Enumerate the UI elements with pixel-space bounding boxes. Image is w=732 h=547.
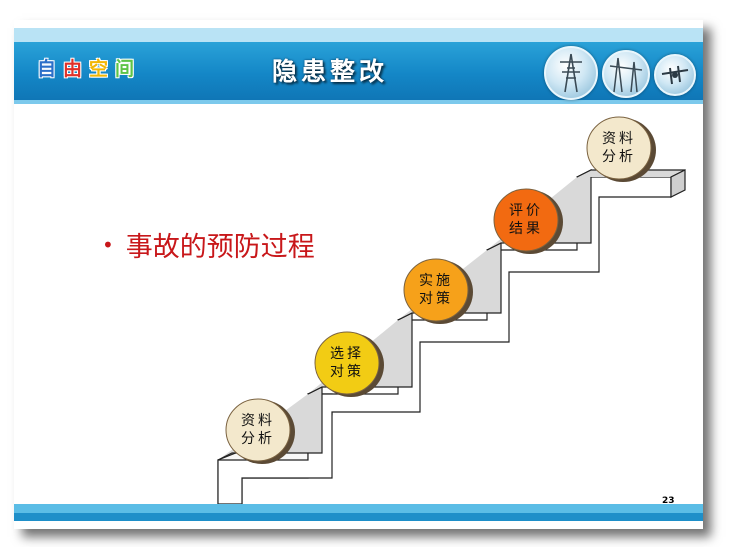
step-2-label: 选择 对策 (317, 345, 377, 381)
step-4-line2: 结果 (509, 221, 543, 237)
step-2-line1: 选择 (330, 346, 364, 362)
bullet-item: • 事故的预防过程 (102, 225, 315, 264)
footer-band-top (14, 504, 703, 513)
power-tower-icon (544, 46, 598, 100)
power-line-icon (602, 50, 650, 98)
step-1-line1: 资料 (241, 413, 275, 429)
step-1-label: 资料 分析 (228, 412, 288, 448)
step-4-label: 评价 结果 (496, 202, 556, 238)
step-5-line2: 分析 (602, 149, 636, 165)
logo: 自 由 空 间 (34, 56, 137, 82)
header-bottom-band (14, 100, 703, 104)
step-3-line1: 实施 (419, 273, 453, 289)
step-5-label: 资料 分析 (589, 130, 649, 166)
worker-icon (654, 54, 696, 96)
logo-char-3: 空 (88, 58, 108, 80)
step-3-line2: 对策 (419, 291, 453, 307)
bullet-text: 事故的预防过程 (125, 232, 315, 263)
step-3-label: 实施 对策 (406, 272, 466, 308)
step-4-line1: 评价 (509, 203, 543, 219)
step-1-line2: 分析 (241, 431, 275, 447)
staircase-shape (217, 169, 686, 505)
staircase-diagram (217, 116, 686, 505)
step-disc-4 (493, 188, 563, 254)
step-disc-5 (586, 116, 656, 182)
step-disc-1 (225, 398, 295, 464)
logo-char-4: 间 (114, 58, 134, 80)
logo-char-1: 自 (36, 58, 56, 80)
slide: 自 由 空 间 隐患整改 • 事故的预防过程 (14, 20, 703, 529)
logo-char-2: 由 (62, 58, 82, 80)
page-number: 23 (662, 496, 675, 506)
slide-title: 隐患整改 (272, 57, 389, 86)
step-disc-3 (403, 258, 473, 324)
header-top-band (14, 28, 703, 42)
step-2-line2: 对策 (330, 364, 364, 380)
footer-band-bottom (14, 513, 703, 521)
step-disc-2 (314, 331, 384, 397)
slide-header: 自 由 空 间 隐患整改 (14, 20, 703, 105)
bullet-dot-icon: • (102, 232, 114, 257)
step-5-line1: 资料 (602, 131, 636, 147)
